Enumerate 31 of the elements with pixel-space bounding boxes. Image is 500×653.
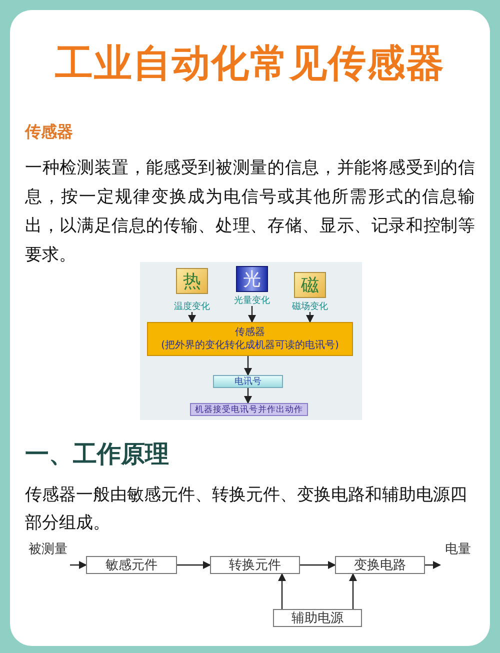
paragraph: 一种检测装置，能感受到被测量的信息，并能将感受到的信息，按一定规律变换成为电信号或其他所需形式的信息输出，以满足信息的传输、处理、存储、显示、记录和控制等要求。: [25, 157, 475, 267]
sensor-box: 传感器 (把外界的变化转化成机器可读的电讯号): [147, 322, 353, 356]
arrow: [177, 561, 211, 569]
bare-label: 电量: [444, 541, 472, 558]
arrow: [244, 356, 252, 376]
arrow: [349, 573, 357, 609]
paragraph: 传感器一般由敏感元件、转换元件、变换电路和辅助电源四部分组成。: [25, 484, 468, 535]
signal-box: 电讯号: [213, 375, 283, 388]
arrow: [70, 561, 87, 569]
title: 工业自动化常见传感器: [54, 40, 446, 87]
process-box: 辅助电源: [273, 609, 362, 627]
node-label: 光量变化: [233, 294, 271, 307]
process-box: 变换电路: [335, 556, 425, 574]
arrow: [278, 573, 286, 609]
section-heading: 一、工作原理: [25, 439, 169, 470]
process-box: 转换元件: [210, 556, 300, 574]
bare-label: 被测量: [28, 541, 68, 558]
arrow: [306, 312, 314, 323]
output-box: 机器接受电讯号并作出动作: [190, 403, 308, 416]
section-heading: 传感器: [25, 122, 73, 143]
process-box: 敏感元件: [86, 556, 177, 574]
node-label: 磁场变化: [291, 300, 329, 313]
node-label: 温度变化: [173, 300, 211, 313]
symbol-tile: 热: [176, 268, 208, 294]
symbol-tile: 光: [236, 266, 268, 292]
arrow: [188, 312, 196, 323]
symbol-tile: 磁: [294, 272, 326, 298]
arrow: [300, 561, 336, 569]
arrow: [244, 388, 252, 404]
arrow: [425, 561, 441, 569]
arrow: [248, 306, 256, 323]
